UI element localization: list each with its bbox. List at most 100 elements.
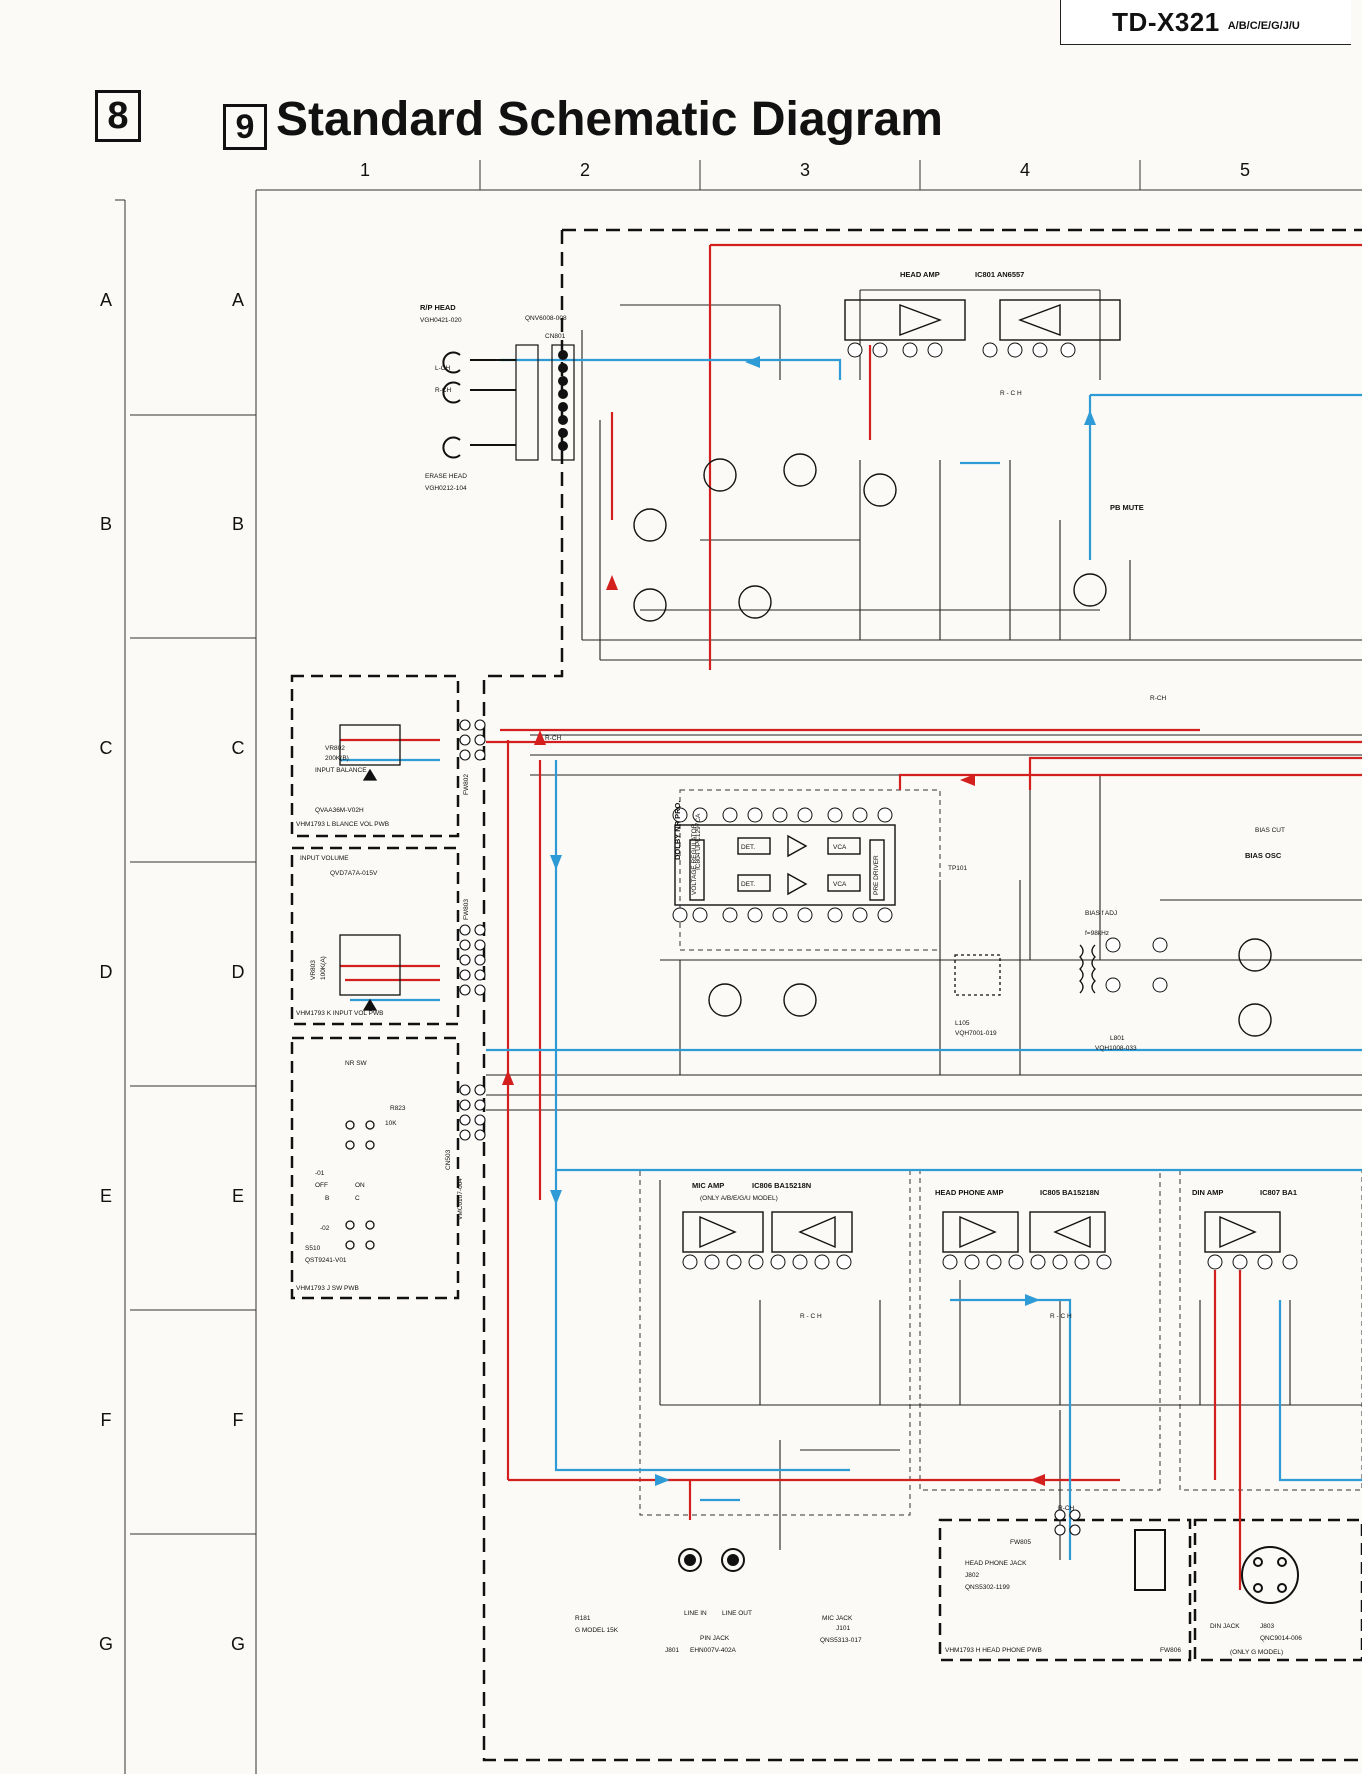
- nr-sw-label: NR SW: [345, 1060, 368, 1067]
- section-number: 9: [223, 104, 267, 150]
- l801-label: L801: [1110, 1035, 1125, 1042]
- head-amp-box: HEAD AMP: [900, 270, 940, 279]
- det-1: DET.: [741, 844, 755, 851]
- rch-c4: R-CH: [1150, 695, 1167, 702]
- input-balance-part: QVAA36M-V02H: [315, 807, 364, 814]
- mic-amp-box: MIC AMP: [692, 1181, 724, 1190]
- model-header: TD-X321 A/B/C/E/G/J/U: [1060, 0, 1351, 45]
- rp-head-label: R/P HEAD: [420, 303, 456, 312]
- model-variants: A/B/C/E/G/J/U: [1227, 20, 1300, 32]
- grid-row-d-outer: D: [99, 962, 113, 982]
- cn801-label: CN801: [545, 333, 566, 340]
- r823-value: 10K: [385, 1120, 397, 1127]
- erase-head-label: ERASE HEAD: [425, 473, 467, 480]
- erase-head-part: VGH0212-104: [425, 485, 467, 492]
- ic-pins: [672, 342, 1298, 1270]
- rch-f: R-CH: [1058, 1505, 1075, 1512]
- head-symbols: [442, 351, 516, 459]
- input-balance-name: INPUT BALANCE: [315, 767, 367, 774]
- inductors: [954, 944, 1096, 996]
- mic-amp-rch: R - C H: [800, 1313, 822, 1320]
- connector-cn801: [515, 344, 575, 461]
- block-outlines: [639, 789, 1362, 1516]
- grid-col-1: 1: [359, 160, 370, 180]
- connector-fw: [459, 719, 1081, 1536]
- grid-row-f: F: [232, 1410, 244, 1430]
- page-title: Standard Schematic Diagram: [276, 93, 943, 146]
- nr-pos-02: -02: [320, 1225, 330, 1232]
- input-volume-name: INPUT VOLUME: [300, 855, 349, 862]
- din-jack-note: (ONLY G MODEL): [1230, 1649, 1283, 1656]
- bias-osc-box: BIAS OSC: [1245, 851, 1282, 860]
- transistors: [633, 453, 1272, 1037]
- grid-row-b: B: [231, 514, 244, 534]
- grid-row-c: C: [231, 738, 245, 758]
- fw803-label: FW803: [463, 899, 470, 920]
- vca-2: VCA: [833, 881, 847, 888]
- signal-arrows: [502, 356, 1096, 1486]
- vr802-value: 200K(B): [325, 755, 349, 762]
- fw802-label: FW802: [463, 774, 470, 795]
- grid-row-c-outer: C: [99, 738, 113, 758]
- nr-pos-on: ON: [355, 1182, 365, 1189]
- model-name: TD-X321: [1112, 6, 1220, 37]
- det-2: DET.: [741, 881, 755, 888]
- dolby-ic: IC804 UPC1297CA: [695, 813, 702, 870]
- nr-pos-c: C: [355, 1195, 360, 1202]
- s510-ref: S510: [305, 1245, 321, 1252]
- pb-mute-label: PB MUTE: [1110, 503, 1144, 512]
- rp-head-l: L-CH: [435, 365, 450, 372]
- grid-row-b-outer: B: [99, 514, 112, 534]
- grid-row-e: E: [231, 1186, 244, 1206]
- head-amp-ic: IC801 AN6557: [975, 270, 1024, 279]
- mic-jack-part: QNS5313-017: [820, 1637, 862, 1644]
- wires-blue: [340, 358, 1362, 1560]
- page-number: 8: [95, 90, 141, 142]
- tp101-label: TP101: [948, 865, 968, 872]
- footnote-text: G MODEL 15K: [575, 1627, 619, 1634]
- vr803-ref: VR803: [310, 960, 317, 980]
- pots-and-switches: [339, 724, 401, 1250]
- grid-row-f-outer: F: [100, 1410, 112, 1430]
- din-amp-box: DIN AMP: [1192, 1188, 1223, 1197]
- r823-ref: R823: [390, 1105, 406, 1112]
- head-phone-amp-ic: IC805 BA15218N: [1040, 1188, 1099, 1197]
- pin-jack-label: PIN JACK: [700, 1635, 730, 1642]
- line-out-label: LINE OUT: [722, 1610, 752, 1617]
- cn503-label: CN503: [445, 1149, 452, 1170]
- grid-row-g: G: [230, 1634, 245, 1654]
- bias-freq: f=98kHz: [1085, 930, 1109, 937]
- din-jack-ref: J803: [1260, 1623, 1274, 1630]
- labels: HEAD AMP IC801 AN6557 R/P HEAD VGH0421-0…: [296, 270, 1302, 1656]
- pin-jack-ref: J801: [665, 1647, 679, 1654]
- rp-head-part: VGH0421-020: [420, 317, 462, 324]
- vr803-value: 100K(A): [320, 956, 327, 980]
- cn503-part: VMC0107-004: [457, 1178, 464, 1220]
- grid-row-a: A: [231, 290, 244, 310]
- sub-board-outlines: [290, 674, 1362, 1662]
- footnote-ref: R181: [575, 1615, 591, 1622]
- grid-row-e-outer: E: [99, 1186, 112, 1206]
- grid-col-5: 5: [1239, 160, 1250, 180]
- mic-jack-label: MIC JACK: [822, 1615, 853, 1622]
- op-amps: [674, 824, 1281, 1253]
- mic-amp-ic: IC806 BA15218N: [752, 1181, 811, 1190]
- wires-red: [340, 243, 1362, 1590]
- head-phone-amp-rch: R - C H: [1050, 1313, 1072, 1320]
- pin-jack-part: EHN007V-402A: [690, 1647, 737, 1654]
- line-in-label: LINE IN: [684, 1610, 707, 1617]
- grid-row-g-outer: G: [98, 1634, 113, 1654]
- sw-pwb: VHM1793 J SW PWB: [296, 1285, 359, 1292]
- input-balance-pwb: VHM1793 L BLANCE VOL PWB: [296, 821, 389, 828]
- nr-pos-01: -01: [315, 1170, 325, 1177]
- nr-pos-off: OFF: [315, 1182, 328, 1189]
- pre-driver: PRE DRIVER: [873, 855, 880, 895]
- bias-cut-label: BIAS CUT: [1255, 827, 1285, 834]
- rp-head-r: R-CH: [435, 387, 452, 394]
- l105-part: VQH7001-019: [955, 1030, 997, 1037]
- grid-row-d: D: [231, 962, 245, 982]
- l105-label: L105: [955, 1020, 970, 1027]
- jacks: [678, 1529, 1299, 1604]
- mic-jack-ref: J101: [836, 1625, 850, 1632]
